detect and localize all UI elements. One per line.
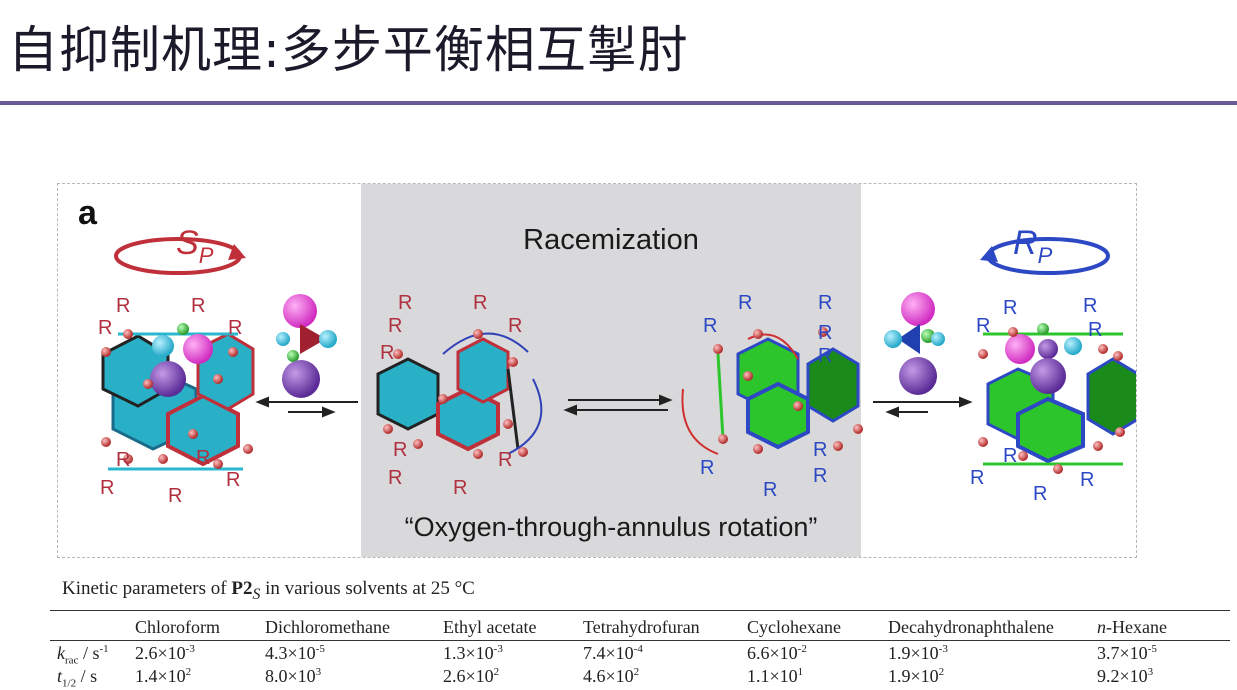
svg-text:R: R xyxy=(813,465,827,487)
svg-text:R: R xyxy=(473,292,487,314)
svg-text:R: R xyxy=(818,345,832,367)
column-header: Decahydronaphthalene xyxy=(888,617,1054,637)
column-header: Tetrahydrofuran xyxy=(583,617,700,637)
column-header: Chloroform xyxy=(135,617,220,637)
table-top-rule xyxy=(50,610,1230,611)
svg-text:R: R xyxy=(168,485,182,507)
column-header: Dichloromethane xyxy=(265,617,390,637)
row-label: krac / s-1 xyxy=(57,643,109,667)
table-cell: 1.9×10-3 xyxy=(888,643,948,663)
svg-text:R: R xyxy=(116,449,130,471)
table-cell: 3.7×10-5 xyxy=(1097,643,1157,663)
sp-label: SP xyxy=(176,224,214,268)
table-caption: Kinetic parameters of P2S in various sol… xyxy=(62,578,475,603)
center-green-molecule: R R R R R R R R R xyxy=(681,292,863,501)
table-cell: 1.4×102 xyxy=(135,666,192,686)
title-divider xyxy=(0,101,1237,105)
svg-text:R: R xyxy=(191,295,205,317)
svg-text:R: R xyxy=(100,477,114,499)
sp-rotation-arrow xyxy=(114,237,246,275)
rp-label: RP xyxy=(1013,224,1053,268)
panel-letter: a xyxy=(78,194,97,232)
slide-title: 自抑制机理:多步平衡相互掣肘 xyxy=(8,21,689,79)
svg-text:R: R xyxy=(453,477,467,499)
svg-text:R: R xyxy=(508,315,522,337)
table-cell: 1.3×10-3 xyxy=(443,643,503,663)
column-header: n-Hexane xyxy=(1097,617,1167,637)
svg-text:R: R xyxy=(976,315,990,337)
table-cell: 1.9×102 xyxy=(888,666,945,686)
table-cell: 4.6×102 xyxy=(583,666,640,686)
svg-text:R: R xyxy=(970,467,984,489)
svg-text:R: R xyxy=(393,439,407,461)
column-header: Ethyl acetate xyxy=(443,617,537,637)
svg-text:R: R xyxy=(1003,445,1017,467)
table-cell: 6.6×10-2 xyxy=(747,643,807,663)
right-guest-molecule xyxy=(884,292,945,395)
column-header: Cyclohexane xyxy=(747,617,841,637)
svg-text:R: R xyxy=(226,469,240,491)
table-cell: 2.6×10-3 xyxy=(135,643,195,663)
table-cell: 2.6×102 xyxy=(443,666,500,686)
svg-text:R: R xyxy=(813,439,827,461)
rp-molecule: R R R R R R R R xyxy=(970,295,1136,505)
right-equilibrium-arrows xyxy=(873,396,973,418)
rotation-caption: “Oxygen-through-annulus rotation” xyxy=(404,512,818,542)
racemization-figure: Racemization “Oxygen-through-annulus rot… xyxy=(57,183,1137,558)
svg-text:R: R xyxy=(1088,319,1102,341)
rp-rotation-arrow xyxy=(980,237,1110,275)
table-cell: 4.3×10-5 xyxy=(265,643,325,663)
left-equilibrium-arrows xyxy=(255,396,358,418)
table-cell: 9.2×103 xyxy=(1097,666,1154,686)
center-equilibrium-arrows xyxy=(563,394,673,416)
molecule-drawing: SP R R R R R xyxy=(98,224,1136,507)
svg-text:R: R xyxy=(703,315,717,337)
table-cell: 8.0×103 xyxy=(265,666,322,686)
row-label: t1/2 / s xyxy=(57,666,98,690)
svg-text:R: R xyxy=(498,449,512,471)
center-red-molecule: R R R R R R R R R xyxy=(376,292,543,499)
svg-text:R: R xyxy=(388,467,402,489)
svg-text:R: R xyxy=(1083,295,1097,317)
svg-text:R: R xyxy=(818,322,832,344)
svg-text:R: R xyxy=(763,479,777,501)
sp-molecule: R R R R R R R R R xyxy=(98,295,255,507)
racemization-title: Racemization xyxy=(523,224,699,256)
svg-text:R: R xyxy=(116,295,130,317)
svg-text:R: R xyxy=(388,315,402,337)
table-cell: 7.4×10-4 xyxy=(583,643,643,663)
left-guest-molecule xyxy=(276,294,337,398)
svg-text:R: R xyxy=(228,317,242,339)
svg-text:R: R xyxy=(1080,469,1094,491)
svg-text:R: R xyxy=(398,292,412,314)
svg-text:R: R xyxy=(196,447,210,469)
svg-text:R: R xyxy=(818,292,832,314)
table-cell: 1.1×101 xyxy=(747,666,804,686)
svg-text:R: R xyxy=(738,292,752,314)
table-header-rule xyxy=(50,640,1230,641)
svg-text:R: R xyxy=(700,457,714,479)
svg-text:R: R xyxy=(380,342,394,364)
svg-text:R: R xyxy=(1033,483,1047,505)
svg-text:R: R xyxy=(98,317,112,339)
svg-text:R: R xyxy=(1003,297,1017,319)
